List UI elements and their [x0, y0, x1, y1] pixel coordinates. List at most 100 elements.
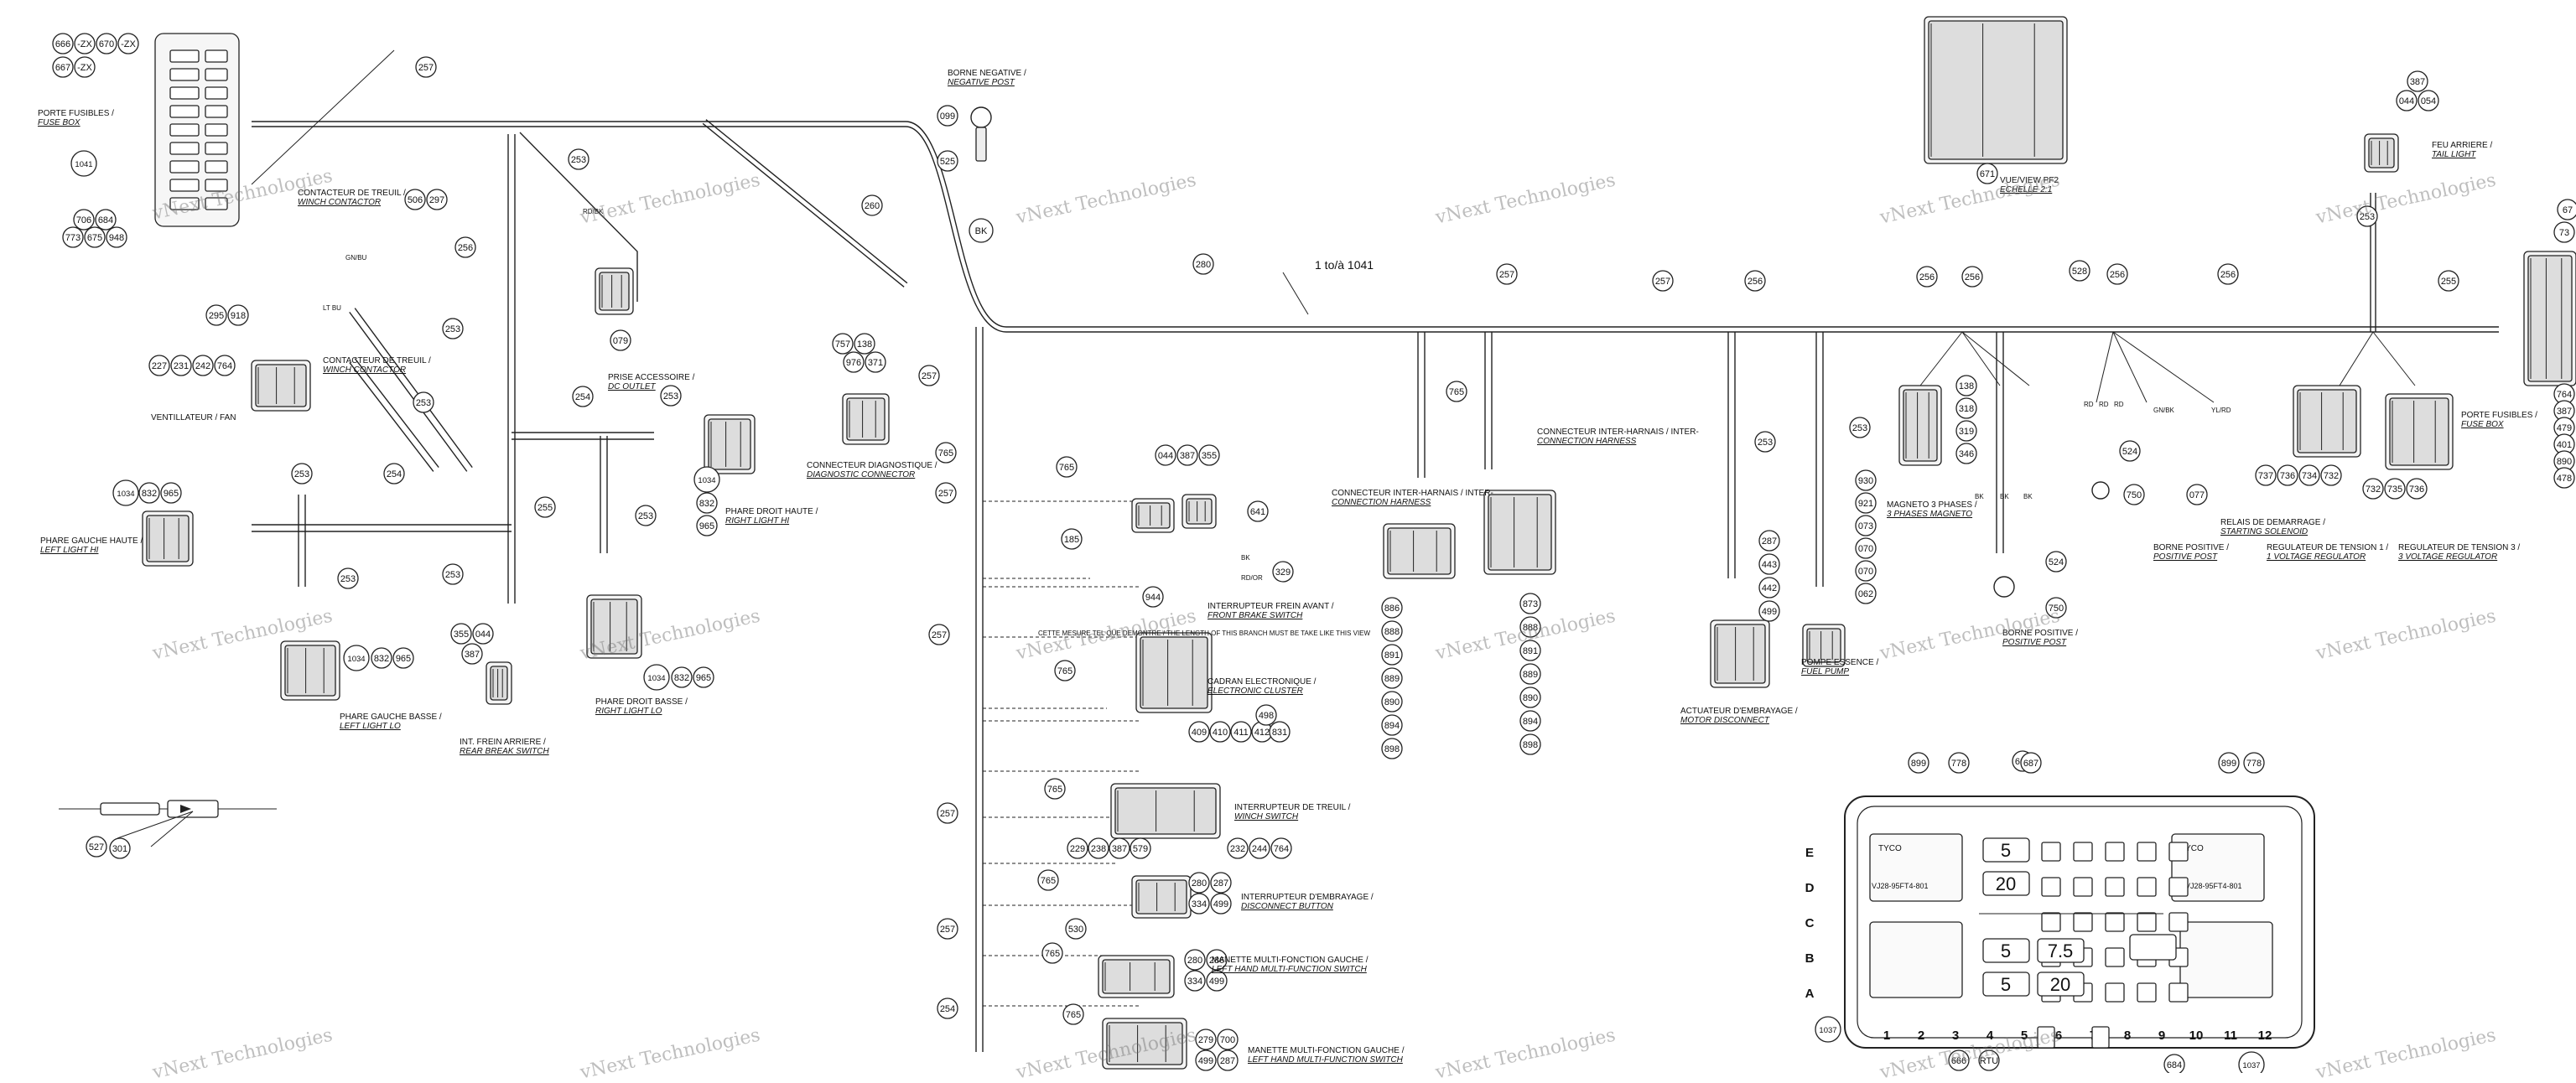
callout-number: -ZX [121, 39, 136, 49]
label-en: 1 VOLTAGE REGULATOR [2267, 552, 2366, 562]
callout-circle [2418, 90, 2439, 111]
callout-circle [2119, 440, 2141, 462]
label-fan: VENTILLATEUR / FAN [151, 413, 236, 422]
callout-number: 387 [1180, 451, 1195, 461]
callout-circle [937, 918, 958, 940]
label-fr: PHARE DROIT HAUTE / [725, 507, 818, 516]
label-fr: CONTACTEUR DE TREUIL / [323, 356, 431, 365]
callout-circle [696, 515, 718, 536]
label-en: 3 VOLTAGE REGULATOR [2398, 552, 2498, 562]
label-lh-multi-switch-2: MANETTE MULTI-FONCTION GAUCHE /LEFT HAND… [1248, 1046, 1404, 1065]
callout-number: 257 [418, 63, 434, 73]
callout-circle [1054, 660, 1076, 681]
right-light-lo-connector-inner [590, 598, 638, 655]
callout-number: 280 [1192, 878, 1207, 889]
label-fr: PHARE GAUCHE BASSE / [340, 712, 442, 722]
callout-circle [2553, 467, 2575, 489]
callout-circle [214, 355, 236, 376]
label-fr: INTERRUPTEUR D'EMBRAYAGE / [1241, 893, 1374, 902]
callout-circle [1255, 704, 1277, 726]
label-en: REAR BREAK SWITCH [460, 747, 549, 756]
label-en: POSITIVE POST [2153, 552, 2218, 562]
callout-number: 257 [940, 809, 955, 819]
callout-number: 387 [2557, 407, 2572, 417]
label-motor-disconnect: ACTUATEUR D'EMBRAYAGE /MOTOR DISCONNECT [1680, 707, 1798, 725]
callout-number: 070 [1858, 567, 1873, 577]
callout-circle [1754, 431, 1776, 453]
callout-number: 138 [857, 339, 872, 350]
callout-circle [1519, 616, 1541, 638]
callout-number: 67 [2563, 205, 2573, 215]
callout-number: 765 [1066, 1010, 1081, 1020]
fuse-row-label: E [1805, 846, 1814, 860]
fuse-slot [205, 160, 228, 174]
label-diag-connector: CONNECTEUR DIAGNOSTIQUE /DIAGNOSTIC CONN… [807, 461, 937, 479]
callout-circle [1381, 714, 1403, 736]
callout-number: 286 [1209, 956, 1224, 966]
callout-circle [413, 391, 434, 413]
fuse-cell [2041, 912, 2061, 932]
fuse-slot [169, 197, 200, 210]
callout-number: 253 [663, 391, 678, 402]
callout-circle [854, 333, 875, 355]
fuel-pump-connector-inner [1806, 628, 1841, 663]
callout-circle [1519, 710, 1541, 732]
callout-number: 280 [1187, 956, 1202, 966]
callout-circle [1496, 263, 1518, 285]
range-annotation: 1 to/à 1041 [1315, 258, 1374, 272]
label-fuse-box-right: PORTE FUSIBLES /FUSE BOX [2461, 411, 2537, 429]
callout-number: 062 [1858, 589, 1873, 599]
callout-circle [1815, 1016, 1841, 1043]
callout-circle [148, 355, 170, 376]
callout-number: 899 [1911, 759, 1926, 769]
callout-circle [2356, 205, 2378, 227]
callout-number: 255 [538, 503, 553, 513]
callout-circle [2557, 199, 2576, 220]
wire-code: RD [2084, 401, 2094, 408]
label-en: FUSE BOX [38, 118, 80, 127]
label-right-light-hi: PHARE DROIT HAUTE /RIGHT LIGHT HI [725, 507, 818, 526]
label-en: CONNECTION HARNESS [1332, 498, 1431, 507]
fuse-slot [169, 105, 200, 118]
label-fr: PHARE GAUCHE HAUTE / [40, 536, 143, 546]
label-en: DC OUTLET [608, 382, 656, 391]
callout-number: 1037 [1819, 1026, 1836, 1035]
fuse-large [1982, 972, 2030, 997]
callout-number: 832 [674, 673, 689, 683]
callout-number: 253 [445, 570, 460, 580]
fuse-cell [2041, 877, 2061, 897]
callout-circle [1130, 837, 1151, 859]
label-rear-brake: INT. FREIN ARRIERE /REAR BREAK SWITCH [460, 738, 549, 756]
wire-line [1919, 331, 1963, 386]
fuse-cell [2105, 947, 2125, 967]
label-fr: INTERRUPTEUR FREIN AVANT / [1208, 602, 1334, 611]
callout-circle [2407, 70, 2428, 92]
fuse-panel-inner [1857, 806, 2303, 1039]
callout-circle [1955, 443, 1977, 464]
callout-circle [461, 643, 483, 665]
callout-number: 737 [2258, 471, 2273, 481]
callout-number: 257 [938, 489, 953, 499]
callout-number: 965 [164, 489, 179, 499]
fuse-large [1982, 871, 2030, 896]
callout-number: 254 [940, 1004, 955, 1014]
label-en: FUEL PUMP [1801, 667, 1850, 676]
callout-number: 888 [1523, 623, 1538, 633]
callout-number: 765 [1449, 387, 1464, 397]
callout-circle [843, 351, 865, 373]
callout-number: 670 [99, 39, 114, 49]
callout-number: 765 [938, 448, 953, 459]
diode-symbol [180, 805, 191, 813]
callout-number: -ZX [77, 63, 92, 73]
fuse-row-label: D [1805, 881, 1815, 895]
callout-number: 889 [1523, 670, 1538, 680]
callout-circle [1855, 492, 1877, 514]
callout-number: 890 [1384, 697, 1400, 707]
callout-circle [138, 482, 160, 504]
callout-number: 891 [1523, 646, 1538, 656]
callout-number: 778 [1951, 759, 1966, 769]
label-fr: RELAIS DE DEMARRAGE / [2220, 518, 2326, 527]
callout-number: 280 [1196, 260, 1211, 270]
fuse-row-label: C [1805, 916, 1815, 930]
fuse-slot [205, 179, 228, 192]
